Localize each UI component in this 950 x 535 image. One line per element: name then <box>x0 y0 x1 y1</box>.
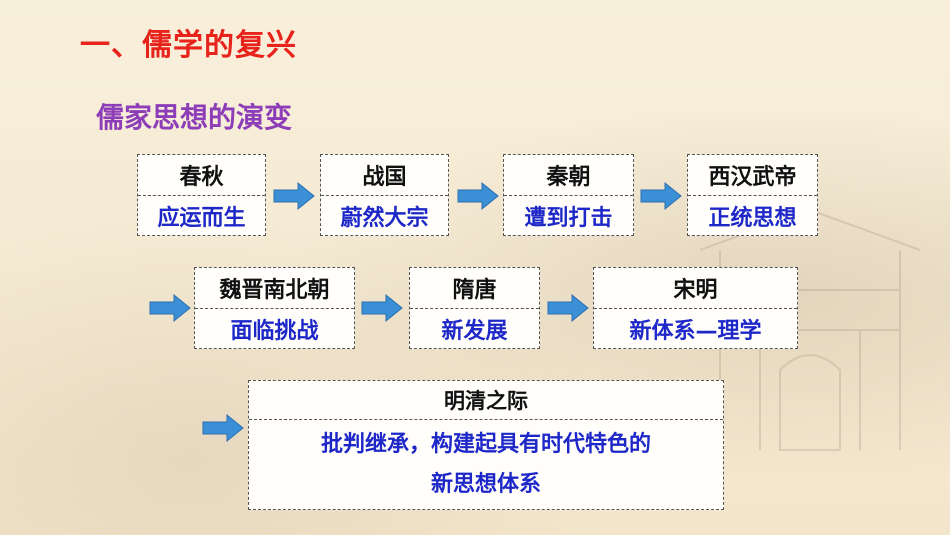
section-subtitle: 儒家思想的演变 <box>96 101 293 134</box>
stage-box-qin: 秦朝 遭到打击 <box>503 154 634 236</box>
page-title: 一、儒学的复兴 <box>80 28 297 63</box>
arrow-right-icon <box>273 181 315 211</box>
stage-period: 春秋 <box>138 155 265 196</box>
arrow-right-icon <box>640 181 682 211</box>
arrow-right-icon <box>149 293 191 323</box>
stage-desc: 遭到打击 <box>524 205 613 231</box>
stage-desc: 蔚然大宗 <box>340 205 429 231</box>
stage-box-mingqing: 明清之际 批判继承，构建起具有时代特色的 新思想体系 <box>248 380 724 510</box>
stage-period: 秦朝 <box>504 155 633 196</box>
stage-box-xihan-wudi: 西汉武帝 正统思想 <box>687 154 818 236</box>
stage-desc: 正统思想 <box>708 205 797 231</box>
stage-desc: 批判继承，构建起具有时代特色的 新思想体系 <box>249 420 723 509</box>
stage-box-zhanguo: 战国 蔚然大宗 <box>320 154 449 236</box>
stage-box-chunqiu: 春秋 应运而生 <box>137 154 266 236</box>
stage-box-suitang: 隋唐 新发展 <box>409 267 540 349</box>
stage-period: 战国 <box>321 155 448 196</box>
stage-desc: 面临挑战 <box>230 318 319 344</box>
stage-period: 西汉武帝 <box>688 155 817 196</box>
arrow-right-icon <box>547 293 589 323</box>
stage-desc: 应运而生 <box>157 205 246 231</box>
stage-period: 魏晋南北朝 <box>195 268 354 309</box>
stage-desc-line2: 新思想体系 <box>430 471 541 497</box>
stage-box-songming: 宋明 新体系—理学 <box>593 267 798 349</box>
arrow-right-icon <box>457 181 499 211</box>
stage-period: 宋明 <box>594 268 797 309</box>
stage-period: 明清之际 <box>249 381 723 420</box>
arrow-right-icon <box>202 413 244 443</box>
stage-box-weijin: 魏晋南北朝 面临挑战 <box>194 267 355 349</box>
arrow-right-icon <box>361 293 403 323</box>
stage-desc-line1: 批判继承，构建起具有时代特色的 <box>320 431 651 457</box>
stage-desc: 新发展 <box>441 318 508 344</box>
stage-period: 隋唐 <box>410 268 539 309</box>
stage-desc: 新体系—理学 <box>629 318 762 344</box>
